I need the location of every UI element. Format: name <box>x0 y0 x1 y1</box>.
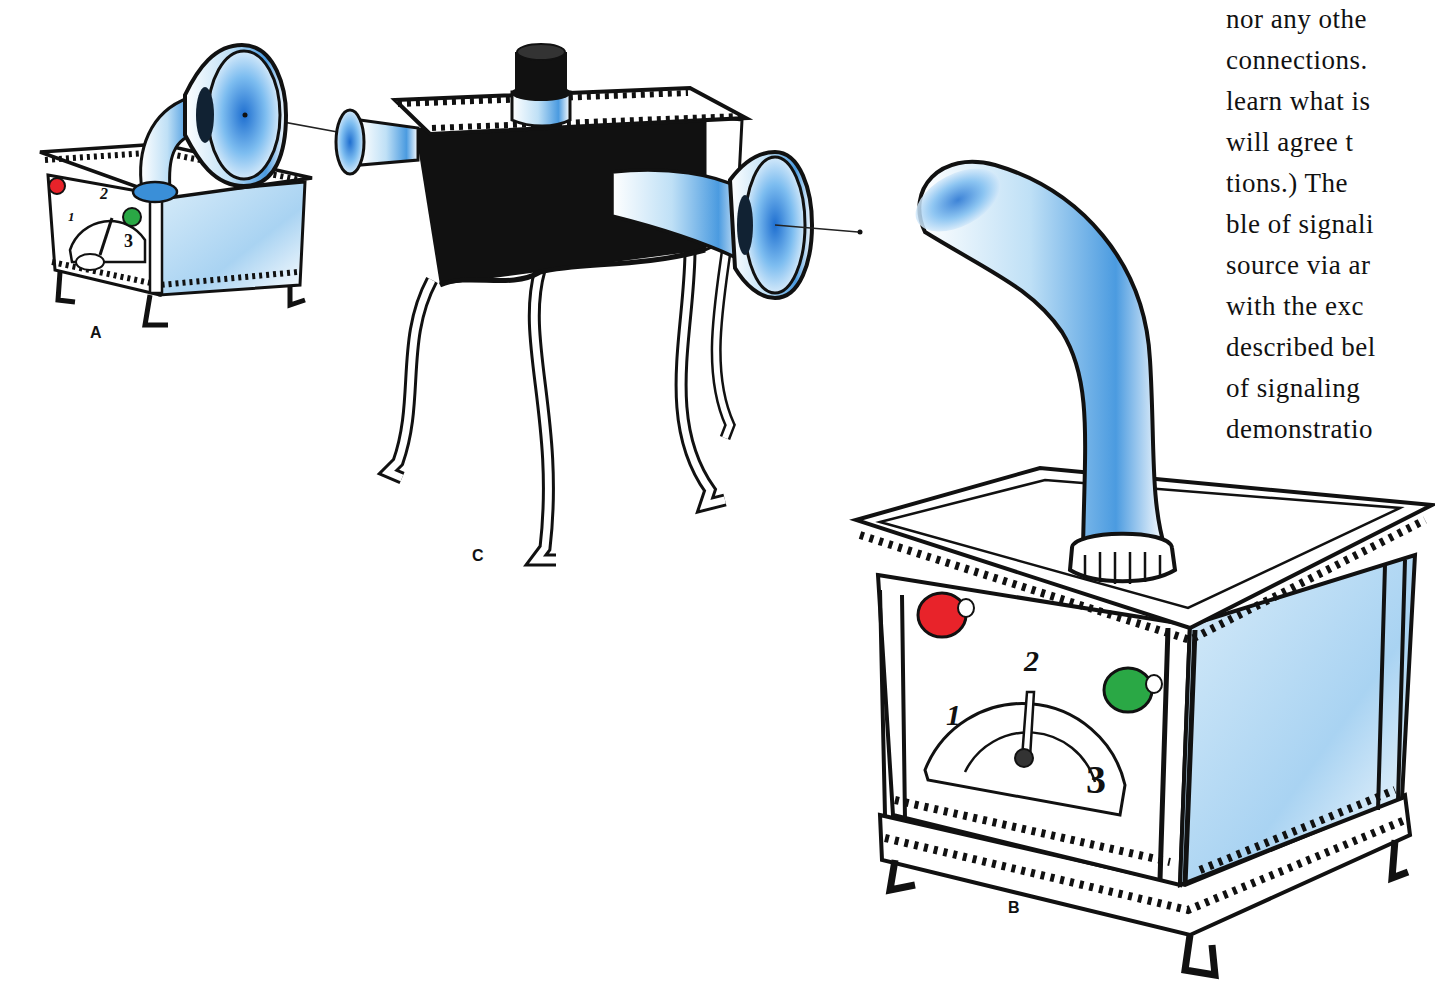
device-c-part <box>517 44 565 60</box>
device-c-part <box>775 225 858 232</box>
device-b <box>856 155 1432 975</box>
dial-number: 3 <box>1086 760 1106 800</box>
device-c-part <box>395 88 746 134</box>
device-letter: B <box>1008 900 1020 916</box>
dial-number: 2 <box>100 186 108 202</box>
device-c-part <box>612 170 745 262</box>
device-c-part <box>398 93 740 128</box>
device-b-part <box>918 593 966 637</box>
device-c-part <box>716 238 730 438</box>
device-c-part <box>730 152 812 298</box>
device-b-part <box>958 599 974 617</box>
dial-number: 2 <box>1024 646 1039 676</box>
device-b-part <box>880 590 905 820</box>
body-text-line: with the exc <box>1226 293 1364 320</box>
device-b-part <box>1146 675 1162 693</box>
device-c-part <box>737 195 753 255</box>
device-a-part <box>243 113 248 118</box>
device-b-part <box>1015 749 1033 767</box>
device-a-part <box>123 208 141 226</box>
device-a-part <box>208 51 280 179</box>
dial-number: 1 <box>946 700 961 730</box>
device-c-part <box>858 230 863 235</box>
device-b-part <box>1378 560 1405 810</box>
body-text-line: connections. <box>1226 47 1368 74</box>
device-a-part <box>185 45 286 186</box>
device-a-part <box>150 195 162 293</box>
device-c-part <box>360 120 418 165</box>
device-c-part <box>336 110 364 174</box>
body-text-line: of signaling <box>1226 375 1360 402</box>
body-text-line: nor any othe <box>1226 6 1367 33</box>
device-b-part <box>860 520 1425 640</box>
device-b-part <box>878 575 1190 885</box>
device-b-part <box>1085 552 1160 584</box>
device-a <box>40 45 343 325</box>
body-text-line: ble of signali <box>1226 211 1374 238</box>
device-b-part <box>1160 628 1195 885</box>
device-b-part <box>1104 668 1152 712</box>
device-a-part <box>100 218 112 255</box>
device-a-part <box>49 178 65 194</box>
body-text-line: source via ar <box>1226 252 1370 279</box>
body-text-line: learn what is <box>1226 88 1370 115</box>
device-letter: C <box>472 548 484 564</box>
body-text-line: described bel <box>1226 334 1376 361</box>
device-c <box>336 44 863 560</box>
body-text-line: demonstratio <box>1226 416 1373 443</box>
device-a-part <box>133 182 177 202</box>
device-a-part <box>58 272 305 325</box>
device-c-part <box>534 270 556 560</box>
device-b-part <box>905 155 1011 244</box>
dial-number: 3 <box>124 232 133 250</box>
device-c-part <box>534 270 556 560</box>
dial-number: 1 <box>68 210 75 223</box>
device-c-part <box>388 280 432 478</box>
device-c-part <box>388 280 432 478</box>
device-a-part <box>76 254 104 270</box>
body-text-line: tions.) The <box>1226 170 1348 197</box>
device-c-part <box>440 250 705 285</box>
device-letter: A <box>90 325 102 341</box>
device-a-part <box>196 87 214 143</box>
device-b-part <box>895 790 1395 870</box>
device-c-part <box>716 238 730 438</box>
body-text-line: will agree t <box>1226 129 1353 156</box>
